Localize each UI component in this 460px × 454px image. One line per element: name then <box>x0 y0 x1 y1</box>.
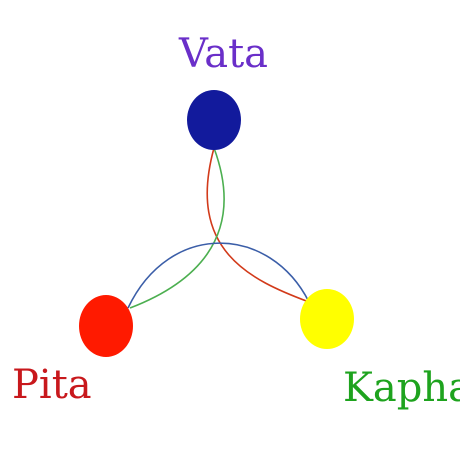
pita-kapha-connector <box>127 242 310 309</box>
vata-kapha-connector <box>206 147 310 303</box>
kapha-label: Kapha <box>343 365 460 411</box>
kapha-node <box>300 289 354 349</box>
vata-label: Vata <box>179 31 268 77</box>
pita-node <box>79 295 133 357</box>
pita-label: Pita <box>12 362 92 408</box>
vata-node <box>187 90 241 150</box>
vata-pita-connector <box>129 147 225 309</box>
